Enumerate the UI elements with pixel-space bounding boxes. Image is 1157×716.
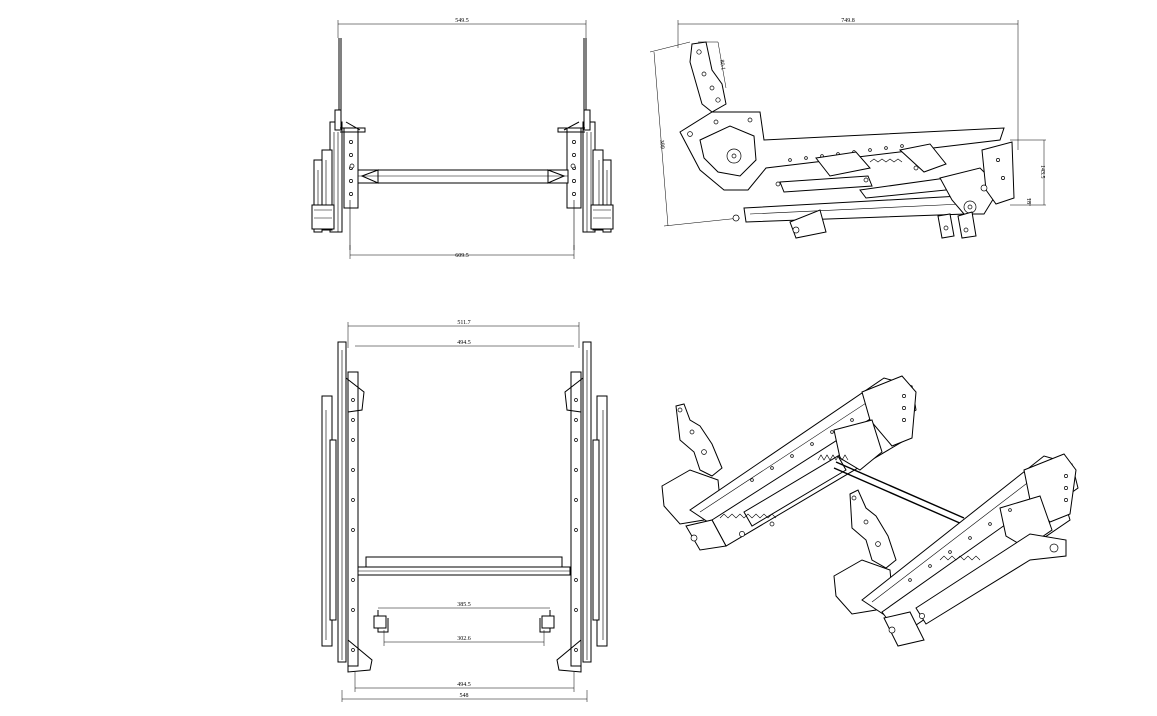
front-top-dimension: 549.5	[337, 18, 587, 38]
dim-749-8: 749.8	[841, 18, 855, 24]
dim-494-5-bottom: 494.5	[457, 682, 471, 688]
plan-cross-member	[357, 556, 571, 576]
plan-view: 511.7 494.5	[321, 320, 608, 702]
isometric-view	[661, 375, 1079, 647]
side-right-dimension: 143.5 18	[1010, 139, 1046, 206]
front-bottom-dimension: 609.5	[349, 245, 575, 259]
plan-top-dimensions: 511.7 494.5	[347, 320, 580, 348]
dim-18: 18	[1025, 198, 1031, 204]
dim-80-1: 80.1	[718, 59, 726, 70]
dim-548: 548	[460, 693, 469, 699]
side-view: 749.8 399 80.1 143.5 18	[649, 18, 1046, 239]
dim-385-5: 385.5	[457, 602, 471, 608]
plan-inner-brackets: 385.5 302.6	[373, 602, 555, 646]
dim-302-6: 302.6	[457, 636, 471, 642]
side-top-dimension: 749.8	[677, 18, 1019, 150]
dim-494-5-top: 494.5	[457, 340, 471, 346]
plan-left-rails	[321, 341, 373, 673]
iso-right-mechanism	[833, 453, 1079, 647]
dim-511-7: 511.7	[457, 320, 470, 326]
front-view: 549.5	[311, 18, 614, 259]
front-left-mechanism	[311, 109, 366, 250]
plan-right-rails	[556, 341, 608, 673]
plan-bottom-dimensions: 494.5 548	[341, 672, 588, 702]
side-mechanism	[679, 41, 1015, 239]
iso-cross-tube	[833, 461, 965, 525]
side-back-dimension: 80.1	[698, 41, 727, 89]
dim-549-5: 549.5	[455, 18, 469, 24]
dim-399: 399	[658, 140, 665, 150]
side-left-dimension: 399	[649, 41, 741, 227]
dim-143-5: 143.5	[1039, 165, 1045, 179]
front-cross-bar	[349, 163, 576, 184]
dim-609-5: 609.5	[455, 253, 469, 259]
iso-left-mechanism	[661, 375, 917, 551]
